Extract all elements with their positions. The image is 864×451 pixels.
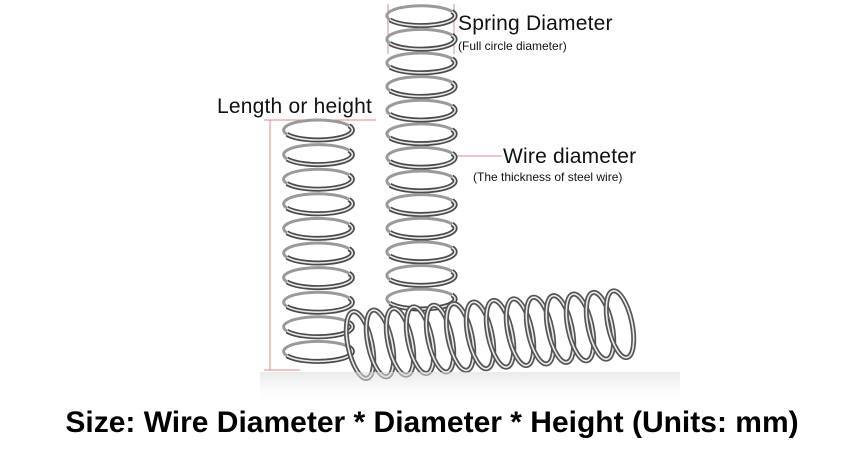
coil-back <box>385 287 453 305</box>
coil-highlight <box>389 223 456 239</box>
coil-back <box>385 51 453 69</box>
floor-reflection <box>260 372 680 406</box>
coil-back <box>385 4 453 22</box>
coil-back <box>385 122 453 140</box>
coil-ring-highlight <box>425 304 455 373</box>
coil-highlight <box>389 10 456 27</box>
coil-highlight <box>389 270 456 287</box>
length-height-title: Length or height <box>217 95 372 118</box>
coil-ring-highlight <box>445 302 475 372</box>
size-caption: Size: Wire Diameter * Diameter * Height … <box>65 406 799 439</box>
coil-back <box>282 266 350 284</box>
coil-back <box>385 193 453 210</box>
coil-highlight <box>389 81 456 98</box>
coil-back <box>282 167 350 185</box>
coil-highlight <box>286 297 354 313</box>
coil-ring-highlight <box>545 294 575 364</box>
coil-ring-highlight <box>605 290 635 359</box>
coil-ring-highlight <box>585 291 615 360</box>
coil-ring-highlight <box>525 296 555 365</box>
tall-spring <box>385 4 458 312</box>
coil-ring-highlight <box>485 299 515 368</box>
coil-back <box>385 240 453 258</box>
coil-back <box>385 75 453 92</box>
coil-highlight <box>389 199 456 216</box>
coil-ring-highlight <box>565 293 595 362</box>
coil-highlight <box>286 346 354 363</box>
coil-back <box>385 145 453 163</box>
coil-back <box>385 264 453 281</box>
coil-highlight <box>286 149 354 166</box>
coil-back <box>385 27 453 45</box>
horizontal-spring <box>343 288 637 381</box>
coil-ring-highlight <box>465 301 495 370</box>
coil-back <box>282 143 350 161</box>
spring-diameter-title: Spring Diameter <box>458 12 613 35</box>
coil-highlight <box>286 223 354 240</box>
wire-diameter-title: Wire diameter <box>503 145 637 168</box>
coil-highlight <box>286 198 354 215</box>
coil-back <box>282 290 350 308</box>
coil-highlight <box>389 105 456 121</box>
coil-back <box>385 216 453 234</box>
coil-highlight <box>286 321 354 338</box>
coil-highlight <box>286 248 354 264</box>
coil-highlight <box>286 174 354 190</box>
spring-diameter-note: (Full circle diameter) <box>458 39 567 53</box>
coil-back <box>385 98 453 116</box>
coil-back <box>282 118 350 136</box>
coil-back <box>282 241 350 259</box>
coil-back <box>282 315 350 333</box>
coil-highlight <box>389 152 456 169</box>
coil-highlight <box>389 58 456 74</box>
wire-diameter-note: (The thickness of steel wire) <box>473 170 623 184</box>
coil-highlight <box>286 272 354 289</box>
coil-highlight <box>389 176 456 192</box>
coil-back <box>282 339 350 357</box>
left-spring <box>282 118 355 364</box>
coil-highlight <box>389 128 456 145</box>
coil-back <box>282 216 350 234</box>
coil-ring-highlight <box>505 298 535 367</box>
coil-back <box>385 169 453 187</box>
coil-highlight <box>389 34 456 50</box>
coil-back <box>282 192 350 210</box>
coil-highlight <box>286 125 354 141</box>
coil-highlight <box>389 294 456 310</box>
coil-highlight <box>389 247 456 263</box>
